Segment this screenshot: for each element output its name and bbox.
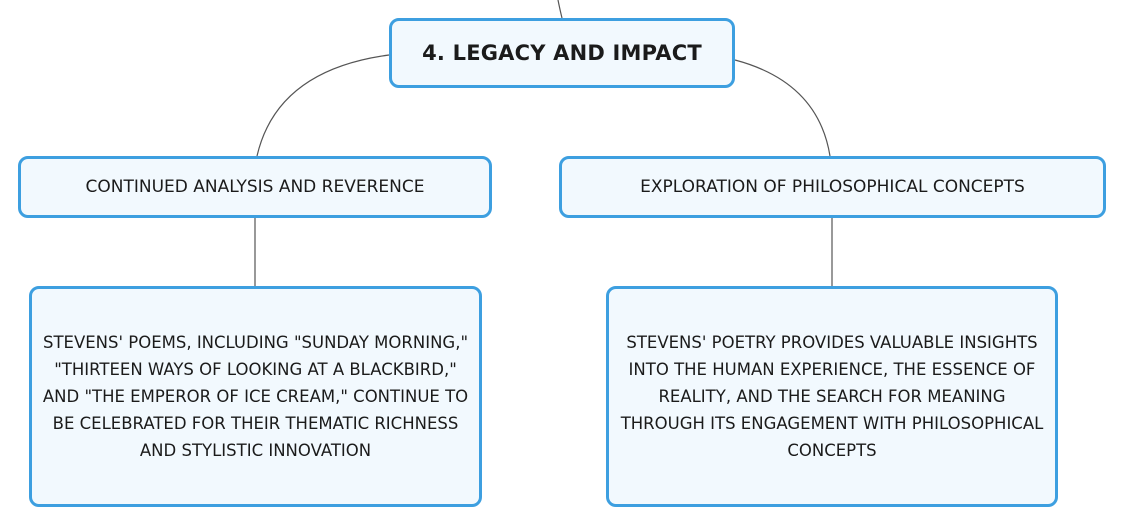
branch-label-continued-analysis: CONTINUED ANALYSIS AND REVERENCE <box>85 177 425 197</box>
root-topic-label: 4. LEGACY AND IMPACT <box>422 41 702 65</box>
connector-from-parent <box>557 0 563 19</box>
detail-text-continued-analysis: STEVENS' POEMS, INCLUDING "SUNDAY MORNIN… <box>42 333 469 460</box>
root-topic-node[interactable]: 4. LEGACY AND IMPACT <box>389 18 735 88</box>
detail-node-continued-analysis[interactable]: STEVENS' POEMS, INCLUDING "SUNDAY MORNIN… <box>29 286 482 507</box>
detail-node-philosophical-concepts[interactable]: STEVENS' POETRY PROVIDES VALUABLE INSIGH… <box>606 286 1058 507</box>
connector-root-to-right-branch <box>734 59 831 157</box>
connector-root-to-left-branch <box>256 54 390 157</box>
branch-label-philosophical-concepts: EXPLORATION OF PHILOSOPHICAL CONCEPTS <box>640 177 1025 197</box>
branch-node-philosophical-concepts[interactable]: EXPLORATION OF PHILOSOPHICAL CONCEPTS <box>559 156 1106 218</box>
branch-node-continued-analysis[interactable]: CONTINUED ANALYSIS AND REVERENCE <box>18 156 492 218</box>
detail-text-philosophical-concepts: STEVENS' POETRY PROVIDES VALUABLE INSIGH… <box>620 333 1044 460</box>
